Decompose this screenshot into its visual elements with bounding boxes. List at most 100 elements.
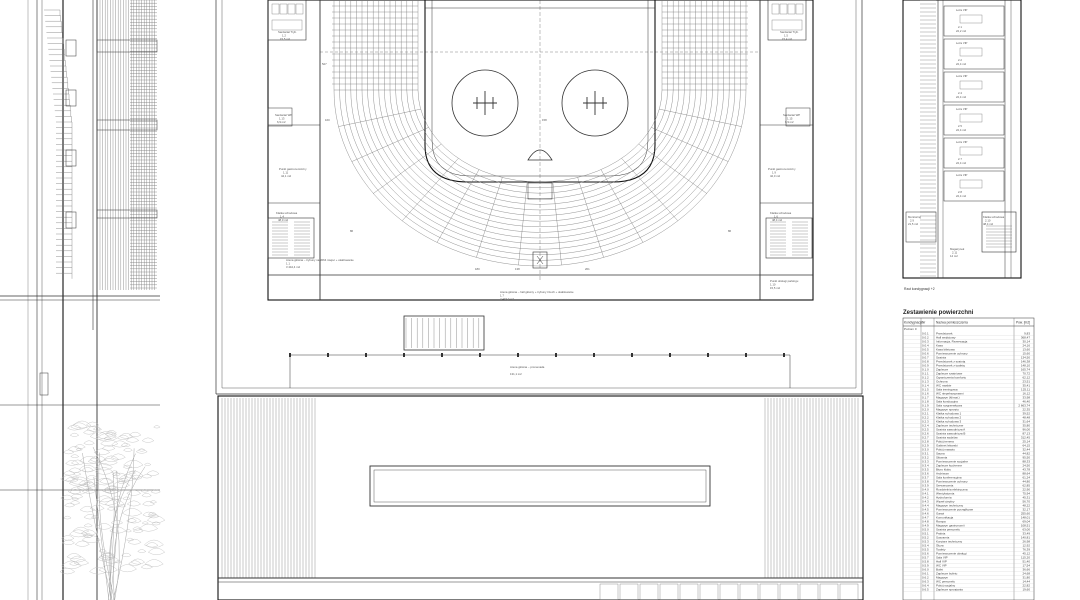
table-cell-name: Węzeł cieplny xyxy=(936,500,955,504)
table-cell-area: 125,11 xyxy=(1021,388,1030,392)
vip-room-number: 2.5 xyxy=(958,124,962,128)
table-cell-area: 148,10 xyxy=(1021,364,1031,368)
table-cell-name: Magazyn sprzętu xyxy=(936,408,959,412)
table-subheader: Poziom 0 xyxy=(904,327,917,331)
table-cell-area: 56,70 xyxy=(1022,500,1030,504)
table-cell-number: 0.4.1 xyxy=(922,492,929,496)
table-cell-name: Ograniczenia komfortu xyxy=(936,376,967,380)
table-cell-area: 255,60 xyxy=(1021,512,1031,516)
table-cell-name: Siłownia xyxy=(936,456,948,460)
hall-number: 1.10 xyxy=(770,283,776,287)
table-cell-name: Zaplecze szatniowe xyxy=(936,372,963,376)
table-cell-name: Sala rozgrzewkowa xyxy=(936,404,962,408)
hall-number: 1.1 xyxy=(286,262,290,266)
vip-room-name: Loża VIP xyxy=(956,107,967,111)
room-name: Punkt gastronomiczny xyxy=(768,167,796,171)
vip-room-number: 2.8 xyxy=(958,190,962,194)
upper-room-name: Klatka schodowa xyxy=(983,215,1005,219)
table-cell-area: 46,40 xyxy=(1022,400,1030,404)
table-cell-area: 108,51 xyxy=(1021,524,1031,528)
upper-room-area: 48,4 m2 xyxy=(983,222,994,226)
table-cell-area: 22,82 xyxy=(1022,584,1030,588)
table-cell-area: 25,14 xyxy=(1022,440,1030,444)
table-cell-number: 0.2.7 xyxy=(922,436,929,440)
table-cell-name: Pokój trenera xyxy=(936,440,954,444)
table-cell-number: 0.3.4 xyxy=(922,464,929,468)
vip-room-area: 22,4 m2 xyxy=(956,161,967,165)
table-cell-name: Klatka schodowa 3 xyxy=(936,420,962,424)
room-name: Klatka schodowa xyxy=(276,211,298,215)
table-cell-number: 0.3.5 xyxy=(922,468,929,472)
table-cell-name: Magazyn (klimat.) xyxy=(936,396,960,400)
dimension-label: 86 xyxy=(350,229,354,233)
hall-label-main_hall: Arena główna – trybuny na 3064 miejsc + … xyxy=(286,258,354,269)
table-cell-number: 0.2.2 xyxy=(922,416,929,420)
table-cell-name: Sala konferencyjna xyxy=(936,476,962,480)
table-cell-name: Szatnia xyxy=(936,356,946,360)
table-cell-area: 22,90 xyxy=(1022,488,1030,492)
table-cell-name: Szatnia sędziów xyxy=(936,436,959,440)
table-cell-area: 35,41 xyxy=(1022,384,1030,388)
table-cell-number: 0.3.0 xyxy=(922,448,929,452)
vip-room-area: 22,2 m2 xyxy=(956,29,967,33)
table-cell-number: 0.5.3 xyxy=(922,540,929,544)
hall-name: Punkt obsługi parkingu xyxy=(770,279,799,283)
upper-room-number: 2.11 xyxy=(952,251,958,255)
table-cell-area: 33,49 xyxy=(1022,532,1030,536)
table-cell-area: 35,80 xyxy=(1022,424,1030,428)
table-cell-number: 0.3.8 xyxy=(922,480,929,484)
hall-area: 3 442,4 m2 xyxy=(286,265,300,269)
table-cell-number: 0.4.2 xyxy=(922,496,929,500)
room-number: 1.15 xyxy=(787,117,793,121)
table-cell-name: Kasa biletowa xyxy=(936,348,955,352)
hall-name: Arena główna – trybuny na 3064 miejsc + … xyxy=(286,258,354,262)
table-cell-name: Rampa xyxy=(936,520,946,524)
table-cell-area: 61,24 xyxy=(1022,476,1030,480)
table-cell-name: Śluza xyxy=(936,543,944,548)
table-cell-number: 0.5.1 xyxy=(922,532,929,536)
table-cell-number: 0.0.4 xyxy=(922,344,929,348)
table-cell-area: 48,22 xyxy=(1022,504,1030,508)
table-cell-area: 13,60 xyxy=(1022,348,1030,352)
table-cell-number: 0.0.1 xyxy=(922,332,929,336)
table-cell-area: 32,17 xyxy=(1022,508,1030,512)
table-cell-number: 0.1.8 xyxy=(922,400,929,404)
vip-room-area: 22,4 m2 xyxy=(956,95,967,99)
table-header-number: Nr xyxy=(922,321,926,325)
vip-room-area: 22,4 m2 xyxy=(956,62,967,66)
vip-room-name: Loża VIP xyxy=(956,41,967,45)
dimension-label: 158 xyxy=(542,118,547,122)
hall-number: 1.7 xyxy=(500,294,504,298)
table-cell-name: Toalety xyxy=(936,548,946,552)
table-cell-number: 0.3.2 xyxy=(922,456,929,460)
room-area: 15,4 m2 xyxy=(782,37,793,41)
table-cell-area: 95,50 xyxy=(1022,456,1030,460)
table-cell-area: 24,68 xyxy=(1022,572,1030,576)
room-name: Sanitariat WP xyxy=(783,113,800,117)
table-cell-name: Hydrofornia xyxy=(936,496,952,500)
table-cell-name: Magazyn techniczny xyxy=(936,504,964,508)
table-cell-number: 0.0.8 xyxy=(922,360,929,364)
